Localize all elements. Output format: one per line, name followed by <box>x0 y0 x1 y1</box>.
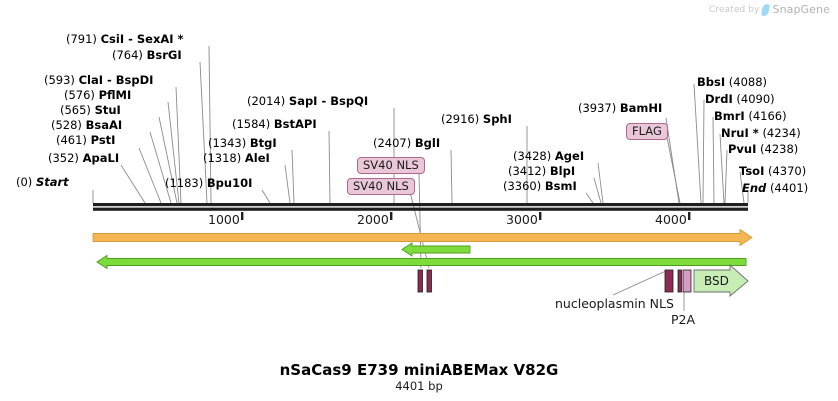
enzyme-label-drdi[interactable]: DrdI (4090) <box>705 92 775 106</box>
enzyme-label-sphi[interactable]: (2916) SphI <box>441 112 512 126</box>
leader-agei <box>597 162 604 204</box>
leader-blpi <box>593 177 602 204</box>
nucleoplasmin-nls-label: nucleoplasmin NLS <box>555 296 674 311</box>
enzyme-label-start[interactable]: (0) Start <box>16 175 69 189</box>
leader-btgi <box>291 149 295 204</box>
enzyme-label-sapi-bspqi[interactable]: (2014) SapI - BspQI <box>247 94 369 108</box>
leader-bsaai <box>149 131 172 204</box>
leader-psti <box>138 147 162 204</box>
leader-flag <box>666 136 681 204</box>
leader-bpu10i <box>261 189 271 204</box>
tick-3000 <box>539 212 542 220</box>
bsd-gene-label: BSD <box>704 274 729 288</box>
watermark-prefix: Created by <box>708 4 760 15</box>
sv40-nls-badge-1[interactable]: SV40 NLS <box>357 157 425 174</box>
leader-bsrgi <box>199 61 208 204</box>
p2a-feature[interactable] <box>677 269 692 293</box>
ruler-ticks <box>241 212 691 220</box>
enzyme-label-apali[interactable]: (352) ApaLI <box>48 151 120 165</box>
enzyme-label-alei[interactable]: (1318) AleI <box>203 151 270 165</box>
leader-sv40-1 <box>418 171 422 269</box>
leader-clai <box>175 86 182 204</box>
leader-tsoi <box>739 171 745 204</box>
enzyme-label-bsmi[interactable]: (3360) BsmI <box>503 179 577 193</box>
leader-alei <box>284 164 291 204</box>
leader-csii <box>208 45 212 204</box>
enzyme-label-csii-sexai[interactable]: (791) CsiI - SexAI * <box>66 32 184 46</box>
nucleoplasmin-nls-feature[interactable] <box>664 269 674 293</box>
enzyme-label-bgli[interactable]: (2407) BglI <box>373 136 441 150</box>
tick-4000 <box>688 212 691 220</box>
enzyme-label-psti[interactable]: (461) PstI <box>56 133 116 147</box>
leader-bmri <box>712 116 715 204</box>
ruler-label-4000: 4000 <box>655 212 687 227</box>
enzyme-label-clai-bspdi[interactable]: (593) ClaI - BspDI <box>44 73 154 87</box>
leader-stui <box>158 116 178 204</box>
sv40-nls-badge-2[interactable]: SV40 NLS <box>347 178 415 195</box>
ruler-label-2000: 2000 <box>357 212 389 227</box>
tick-1000 <box>241 212 244 220</box>
page-subtitle: 4401 bp <box>395 379 443 393</box>
snapgene-leaf-icon <box>761 3 771 16</box>
gene-green-arrow-short[interactable] <box>401 242 471 257</box>
enzyme-label-nrui[interactable]: NruI * (4234) <box>721 126 801 140</box>
leader-nucleoplasmin <box>612 269 669 296</box>
ruler-label-1000: 1000 <box>208 212 240 227</box>
orf-orange-arrow[interactable] <box>92 228 753 247</box>
leader-bsmi <box>585 192 594 204</box>
enzyme-label-agei[interactable]: (3428) AgeI <box>513 149 585 163</box>
p2a-label: P2A <box>671 312 696 327</box>
enzyme-label-blpi[interactable]: (3412) BlpI <box>508 164 576 178</box>
tick-2000 <box>390 212 393 220</box>
enzyme-label-pvui[interactable]: PvuI (4238) <box>728 142 799 156</box>
enzyme-label-btgi[interactable]: (1343) BtgI <box>208 136 277 150</box>
sv40-nls-track-features[interactable] <box>417 269 432 293</box>
page-title: nSaCas9 E739 miniABEMax V82G <box>279 361 559 379</box>
enzyme-label-bamhi[interactable]: (3937) BamHI <box>578 101 663 115</box>
leader-bstapi <box>328 130 331 204</box>
leader-pvui <box>724 149 728 204</box>
ruler-label-3000: 3000 <box>506 212 538 227</box>
leader-bgli <box>450 149 453 204</box>
enzyme-label-end[interactable]: End (4401) <box>742 181 809 195</box>
enzyme-label-bpu10i[interactable]: (1183) Bpu10I <box>165 176 253 190</box>
snapgene-watermark: Created by SnapGene <box>709 3 830 16</box>
leader-nrui <box>719 133 725 204</box>
enzyme-label-bmri[interactable]: BmrI (4166) <box>714 109 787 123</box>
enzyme-label-bstapi[interactable]: (1584) BstAPI <box>232 117 317 131</box>
gene-green-arrow-long[interactable] <box>96 254 747 270</box>
flag-badge[interactable]: FLAG <box>626 123 668 140</box>
leader-bbsi <box>693 83 702 204</box>
enzyme-label-bsrgi[interactable]: (764) BsrGI <box>112 48 182 62</box>
leader-pflmi <box>167 101 180 204</box>
sequence-backbone <box>93 203 748 211</box>
enzyme-label-tsoi[interactable]: TsoI (4370) <box>739 164 807 178</box>
bsd-gene-arrow[interactable] <box>693 263 749 297</box>
enzyme-label-bsaai[interactable]: (528) BsaAI <box>51 118 123 132</box>
watermark-brand: SnapGene <box>772 3 830 16</box>
enzyme-label-pflmi[interactable]: (576) PflMI <box>64 88 132 102</box>
leader-drdi <box>702 99 705 204</box>
enzyme-label-stui[interactable]: (565) StuI <box>60 103 121 117</box>
leader-apali <box>120 164 146 204</box>
enzyme-label-bbsi[interactable]: BbsI (4088) <box>697 75 768 89</box>
